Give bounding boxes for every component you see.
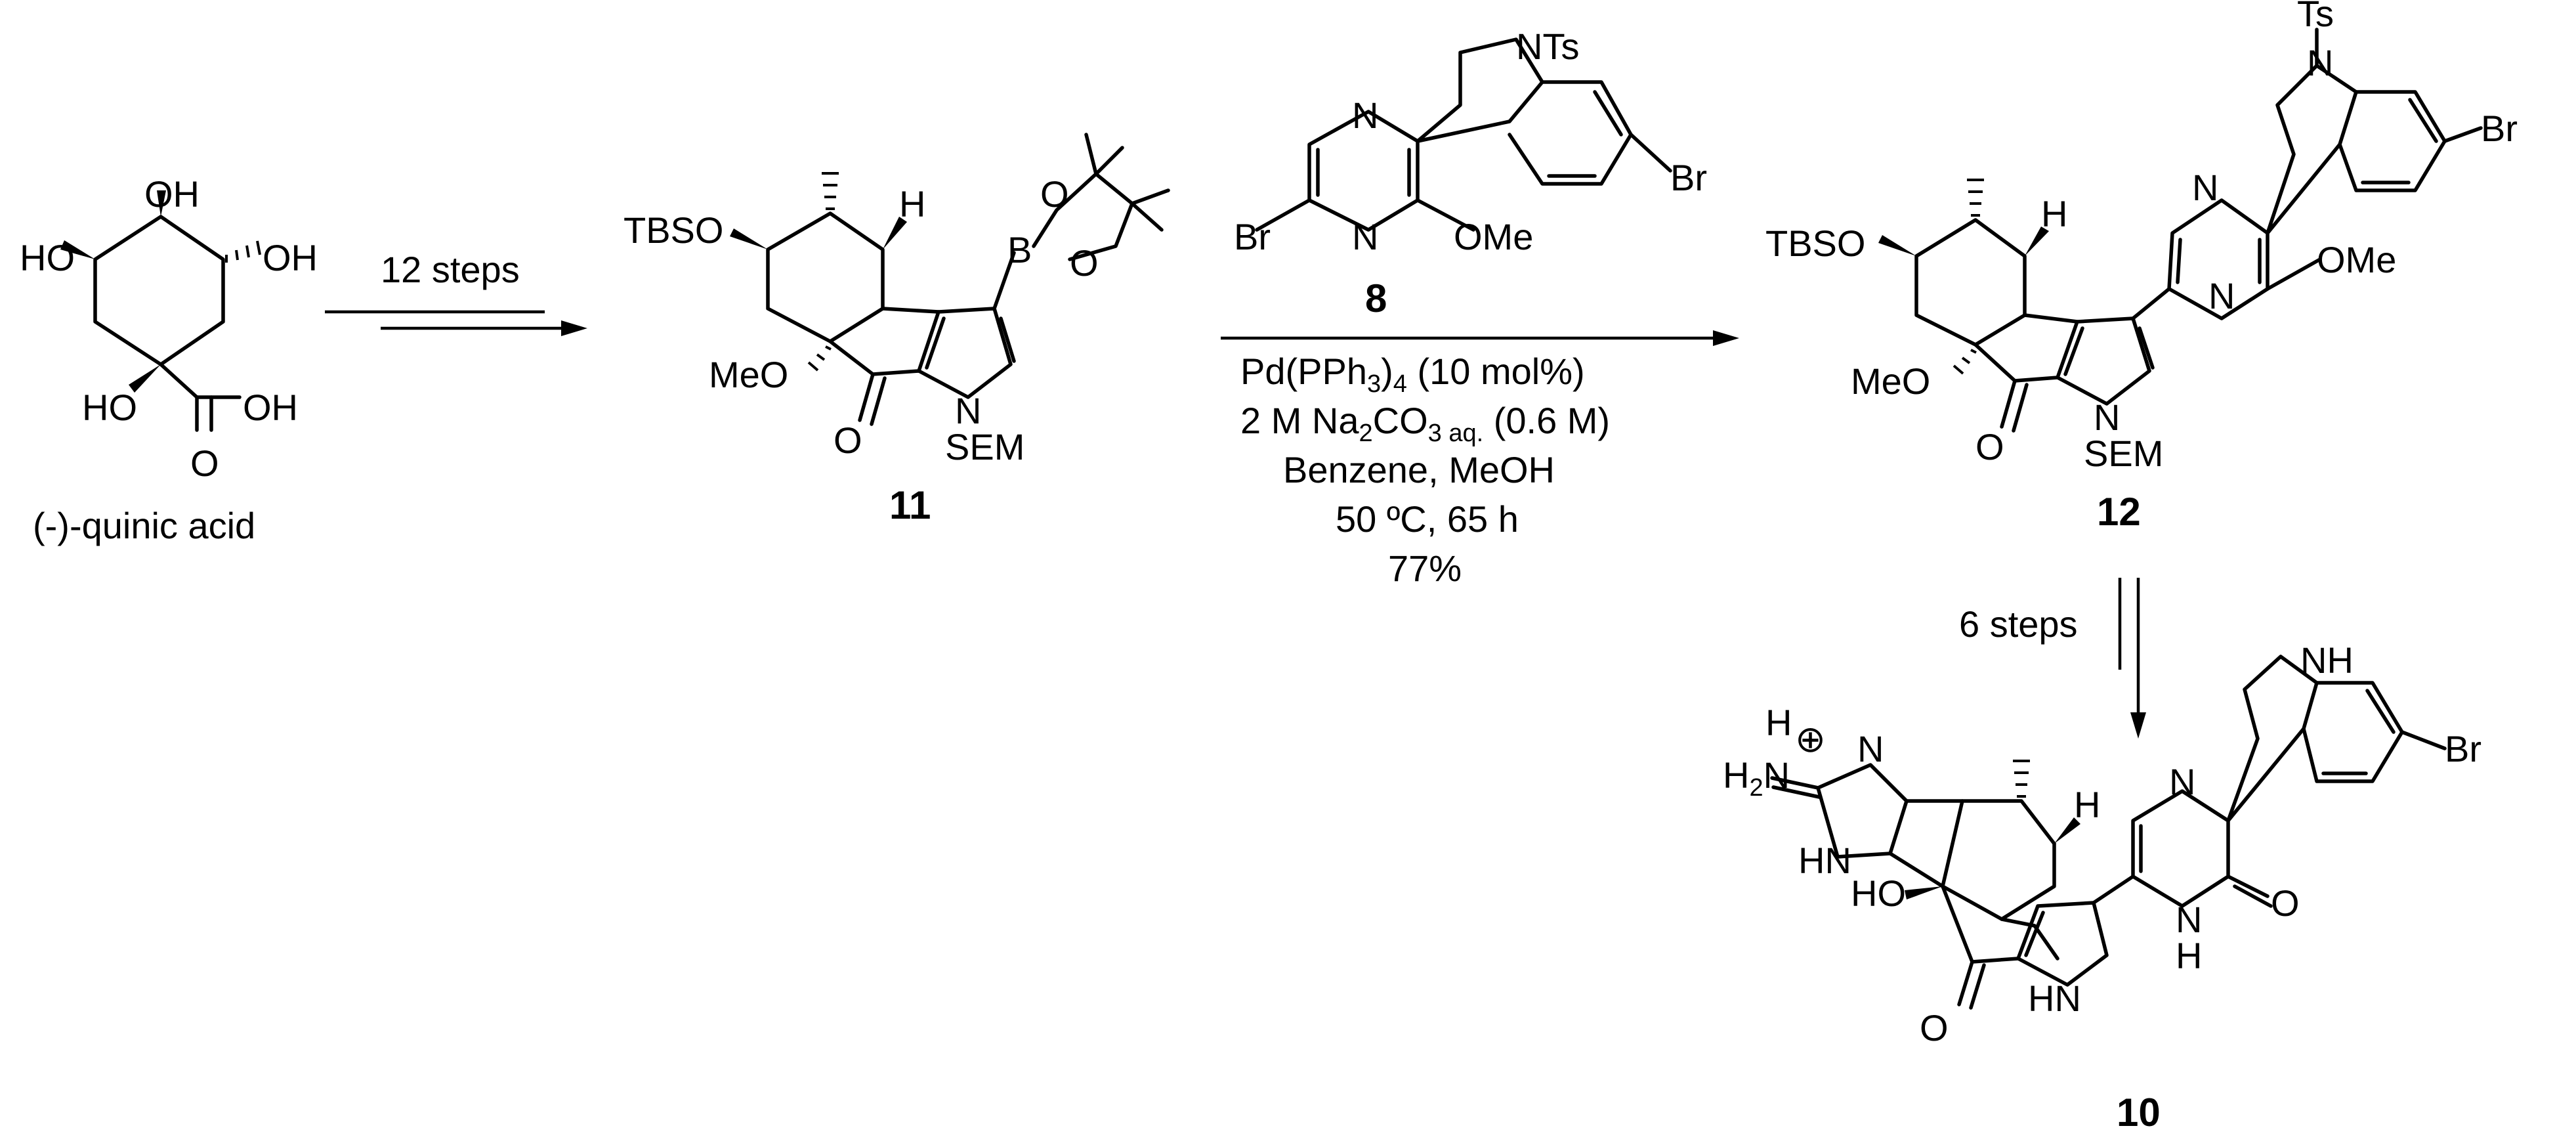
quinic-carbonyl-o: O — [190, 443, 219, 484]
c12-ome: OMe — [2317, 239, 2396, 280]
c11-sem: SEM — [945, 426, 1024, 467]
reaction-conditions: Pd(PPh3)4 (10 mol%) 2 M Na2CO3 aq. (0.6 … — [1240, 351, 1610, 589]
c11-tbso: TBSO — [623, 209, 723, 251]
c10-pyrazinone-n: N — [2169, 761, 2195, 802]
c10-ho: HO — [1851, 873, 1906, 914]
c12-tbso: TBSO — [1765, 223, 1865, 264]
c10-br: Br — [2445, 728, 2481, 769]
c12-pyrazine-n-top: N — [2192, 167, 2218, 208]
c10-positive-charge: ⊕ — [1795, 718, 1826, 760]
c11-n: N — [955, 390, 981, 431]
c11-meo: MeO — [709, 354, 788, 395]
arrow-suzuki-coupling — [1221, 330, 1739, 346]
c12-ts: Ts — [2297, 0, 2334, 34]
compound-8-label: 8 — [1365, 276, 1387, 320]
cond-yield: 77% — [1388, 548, 1462, 589]
c10-pyrrole-hn: HN — [2028, 978, 2081, 1019]
c12-br: Br — [2481, 108, 2518, 149]
c10-pyrazinone-nh-h: H — [2176, 935, 2202, 976]
c10-pyrazinone-o: O — [2271, 882, 2300, 924]
c12-ketone-o: O — [1975, 426, 2004, 467]
compound-12-label: 12 — [2097, 490, 2141, 534]
cond-temp-time: 50 ºC, 65 h — [1336, 498, 1519, 540]
c11-o-top: O — [1040, 173, 1069, 215]
quinic-acid-label: (-)-quinic acid — [33, 505, 255, 546]
compound-8-structure: NTs N Br Br N OMe — [1234, 26, 1707, 257]
cond-base: 2 M Na2CO3 aq. (0.6 M) — [1240, 400, 1610, 447]
c8-n-bottom: N — [1352, 216, 1378, 257]
arrow-12-steps-label: 12 steps — [381, 249, 520, 290]
c8-br-right: Br — [1670, 157, 1707, 198]
quinic-acid-structure: OH HO OH HO OH O — [20, 173, 318, 484]
compound-10-structure: H N HN NH H N HO O HN N H O Br H2N ⊕ — [1723, 639, 2481, 1048]
c11-b: B — [1007, 229, 1032, 270]
compound-11-label: 11 — [889, 483, 931, 527]
c8-nts: NTs — [1516, 26, 1579, 67]
c10-imid-n-top: N — [1857, 728, 1884, 769]
c10-ketone-o: O — [1920, 1007, 1949, 1048]
quinic-ho-bottom: HO — [82, 387, 137, 428]
arrow-12-steps: 12 steps — [325, 249, 587, 336]
c12-pyrrole-n: N — [2094, 397, 2120, 438]
quinic-ho-left: HO — [20, 237, 75, 278]
c12-meo: MeO — [1851, 360, 1930, 402]
quinic-oh-right: OH — [263, 237, 318, 278]
c11-h: H — [899, 183, 925, 225]
quinic-oh-top: OH — [144, 173, 200, 215]
c10-h: H — [2074, 784, 2100, 825]
arrow-6-steps-label: 6 steps — [1959, 603, 2078, 645]
quinic-cooh-oh: OH — [243, 387, 298, 428]
c11-ketone-o: O — [834, 420, 862, 461]
c10-h2n: H2N — [1723, 754, 1790, 802]
cond-catalyst: Pd(PPh3)4 (10 mol%) — [1240, 351, 1585, 398]
c11-o-bottom: O — [1070, 242, 1099, 284]
arrow-6-steps: 6 steps — [1959, 578, 2146, 739]
c8-br-left: Br — [1234, 216, 1271, 257]
compound-10-label: 10 — [2117, 1091, 2161, 1134]
c10-pyrazinone-nh-n: N — [2176, 899, 2202, 940]
c12-pyrazine-n-bottom: N — [2208, 275, 2235, 316]
compound-12-structure: Ts N Br TBSO H N N OMe MeO O N SEM — [1765, 0, 2518, 474]
cond-solvent: Benzene, MeOH — [1283, 449, 1555, 490]
c10-indole-nh: NH — [2300, 639, 2354, 681]
c12-indole-n: N — [2307, 42, 2333, 83]
c10-charge-h: H — [1765, 702, 1792, 743]
c8-n-top: N — [1352, 95, 1378, 136]
c10-imid-hn: HN — [1798, 840, 1851, 881]
c8-ome: OMe — [1454, 216, 1533, 257]
compound-11-structure: TBSO H O B O MeO O N SEM — [623, 133, 1170, 467]
c12-sem: SEM — [2084, 433, 2163, 474]
c12-h: H — [2041, 193, 2067, 234]
